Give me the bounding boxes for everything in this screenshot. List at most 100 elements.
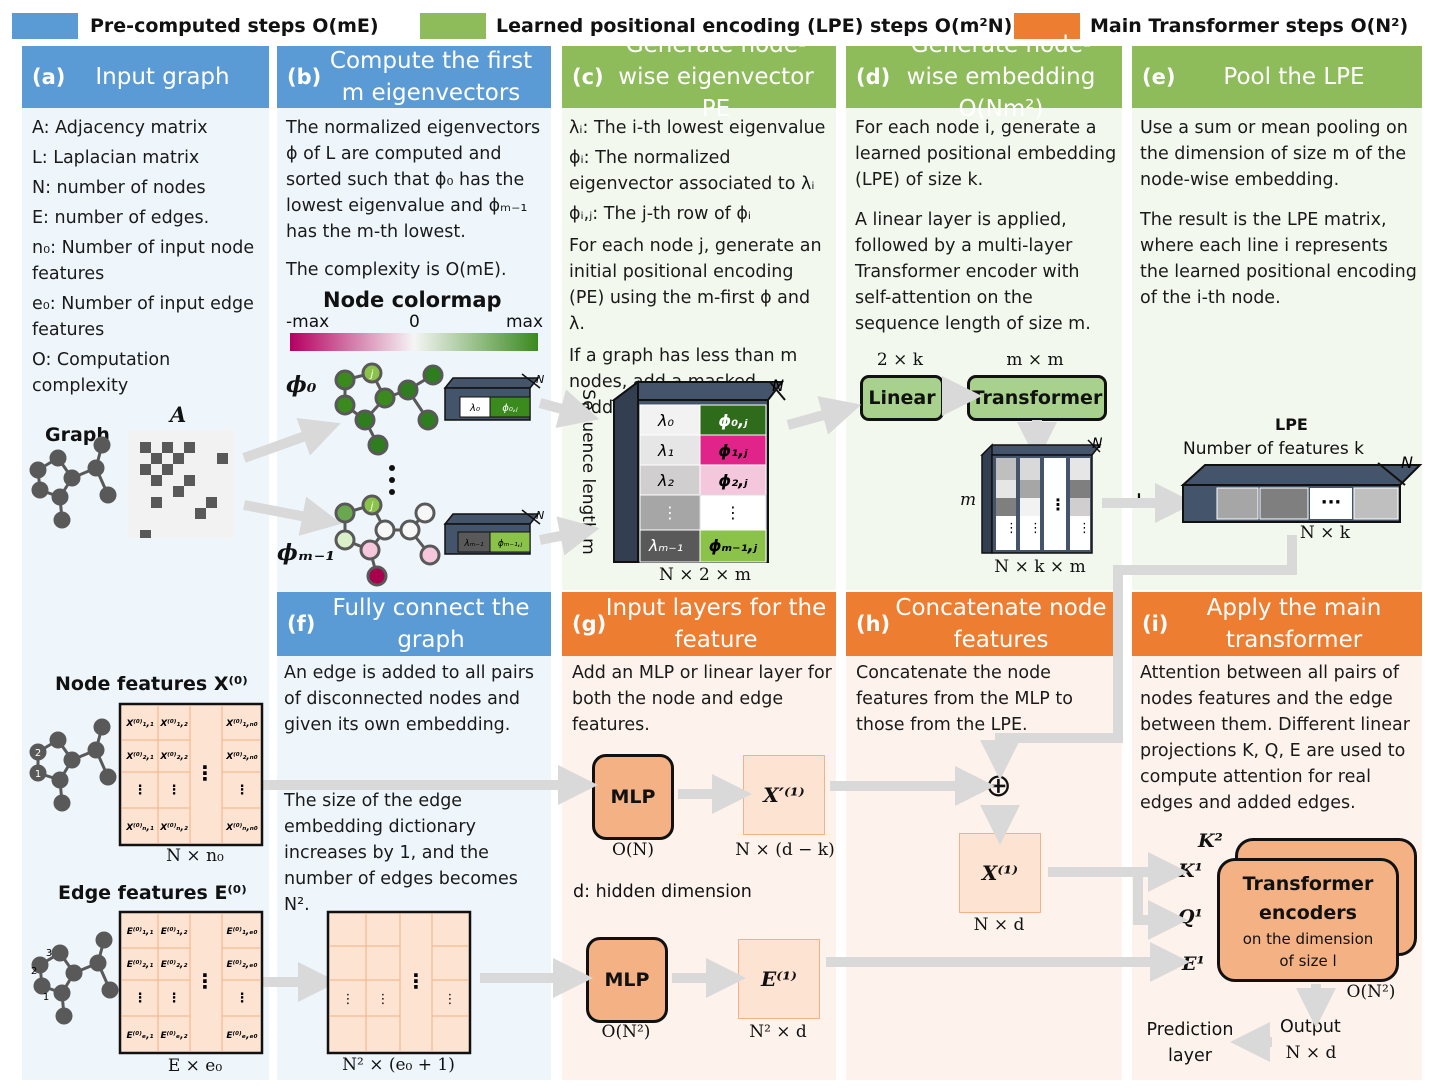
colormap-title: Node colormap <box>323 288 502 312</box>
svg-text:ϕ₀,ⱼ: ϕ₀,ⱼ <box>718 411 748 430</box>
svg-text:E⁽⁰⁾₁,ₑ₀: E⁽⁰⁾₁,ₑ₀ <box>227 927 258 937</box>
f-p2: The size of the edge embedding dictionar… <box>284 791 518 915</box>
svg-text:X⁽⁰⁾ₙ,₂: X⁽⁰⁾ₙ,₂ <box>159 823 188 833</box>
transformer-box: Transformer <box>967 375 1107 421</box>
edge-features-matrix: E⁽⁰⁾₁,₁ E⁽⁰⁾₁,₂ E⁽⁰⁾₁,ₑ₀ E⁽⁰⁾₂,₁ E⁽⁰⁾₂,₂… <box>118 910 264 1055</box>
node-features-matrix: X⁽⁰⁾₁,₁ X⁽⁰⁾₁,₂ X⁽⁰⁾₁,ₙ₀ X⁽⁰⁾₂,₁ X⁽⁰⁾₂,₂… <box>118 702 264 847</box>
edge-feature-graph <box>31 931 119 1025</box>
node-features-title: Node features X⁽⁰⁾ <box>55 673 248 695</box>
legend-precomputed: Pre-computed steps O(mE) <box>90 15 379 37</box>
d-p2: A linear layer is applied, followed by a… <box>855 210 1091 334</box>
k2-label: K² <box>1198 830 1223 852</box>
header-a-letter: (a) <box>32 65 66 89</box>
phi0-graph <box>334 362 444 456</box>
svg-text:X⁽⁰⁾₁,ₙ₀: X⁽⁰⁾₁,ₙ₀ <box>225 719 258 729</box>
colormap-bar <box>290 333 538 351</box>
panel-b-complexity: The complexity is O(mE). <box>286 260 507 280</box>
x1-dims: N × d <box>973 915 1025 935</box>
dim-transformer: m × m <box>1006 350 1064 370</box>
svg-text:λ₁: λ₁ <box>657 441 674 460</box>
pe-box-phim1: λₘ₋₁ ϕₘ₋₁,ⱼ N <box>443 509 544 555</box>
colormap-min: -max <box>286 312 330 332</box>
panel-b-text: The normalized eigenvectors ϕ of L are c… <box>286 115 546 291</box>
pe-tensor-phis: ϕ₀,ⱼϕ₁,ⱼϕ₂,ⱼ ⋮ϕₘ₋₁,ⱼ <box>709 411 758 555</box>
svg-text:⋮: ⋮ <box>168 783 181 798</box>
svg-text:X⁽⁰⁾₂,₂: X⁽⁰⁾₂,₂ <box>159 752 187 762</box>
linear-box: Linear <box>860 375 944 421</box>
mlp-node-box: MLP <box>592 754 674 840</box>
o-node: O(N) <box>611 840 655 860</box>
header-e-title: Pool the LPE <box>1223 64 1365 90</box>
colormap-mid: 0 <box>409 312 420 332</box>
header-h-title: Concatenate node features <box>895 595 1107 653</box>
svg-text:⋮: ⋮ <box>342 992 355 1007</box>
graph-label: Graph <box>45 424 110 446</box>
edge-features-dims: E × e₀ <box>167 1056 223 1076</box>
svg-text:E⁽⁰⁾ₑ,ₑ₀: E⁽⁰⁾ₑ,ₑ₀ <box>226 1031 257 1041</box>
xprime-box: X′⁽¹⁾ <box>743 755 825 835</box>
e1-dims: N² × d <box>749 1022 807 1042</box>
svg-text:E⁽⁰⁾ₑ,₂: E⁽⁰⁾ₑ,₂ <box>161 1031 188 1041</box>
pe-box-phi0: λ₀ ϕ₀,ⱼ N <box>443 373 544 421</box>
header-i-title: Apply the main transformer <box>1206 595 1382 653</box>
node-feature-graph <box>29 718 117 812</box>
header-b-title: Compute the first m eigenvectors <box>329 48 533 106</box>
header-e: (e) Pool the LPE <box>1132 46 1422 108</box>
colormap-max: max <box>506 312 544 332</box>
svg-text:3: 3 <box>46 948 52 959</box>
svg-text:X⁽⁰⁾₂,₁: X⁽⁰⁾₂,₁ <box>125 752 153 762</box>
svg-text:⋮: ⋮ <box>236 991 249 1006</box>
svg-text:ϕ₁,ⱼ: ϕ₁,ⱼ <box>718 441 748 460</box>
svg-text:ϕₘ₋₁,ⱼ: ϕₘ₋₁,ⱼ <box>709 536 758 555</box>
svg-text:⋮: ⋮ <box>1005 521 1018 536</box>
output-dims: N × d <box>1285 1043 1337 1063</box>
header-f-letter: (f) <box>287 612 316 636</box>
phim1-label: ϕₘ₋₁ <box>277 540 335 566</box>
header-f-title: Fully connect the graph <box>332 595 530 653</box>
svg-text:···: ··· <box>1321 492 1342 513</box>
edge-features-title: Edge features E⁽⁰⁾ <box>58 882 247 904</box>
lpe-features-label: Number of features k <box>1183 439 1364 459</box>
expanded-edge-matrix: ⋮ ⋮ ⋮ ⋮ <box>326 910 472 1055</box>
adjacency-cells <box>140 442 228 538</box>
c-phi-def: ϕᵢ: The normalized eigenvector associate… <box>569 148 815 194</box>
panel-b-desc: The normalized eigenvectors ϕ of L are c… <box>286 118 541 242</box>
header-e-letter: (e) <box>1142 65 1176 89</box>
svg-text:X⁽⁰⁾₁,₂: X⁽⁰⁾₁,₂ <box>159 719 187 729</box>
c-generate: For each node j, generate an initial pos… <box>569 236 822 334</box>
svg-text:1: 1 <box>35 769 41 780</box>
svg-text:⋮: ⋮ <box>1078 521 1091 536</box>
svg-text:X⁽⁰⁾₁,₁: X⁽⁰⁾₁,₁ <box>125 719 153 729</box>
def-node-features: n₀: Number of input node features <box>32 238 255 284</box>
panel-e-text: Use a sum or mean pooling on the dimensi… <box>1140 115 1418 319</box>
header-c: (c) Generate node-wise eigenvector PE <box>562 32 836 122</box>
svg-text:⋮: ⋮ <box>377 992 390 1007</box>
header-a-title: Input graph <box>95 64 230 90</box>
svg-text:N: N <box>1092 436 1103 452</box>
tr-encoder-sub: on the dimension of size l <box>1242 930 1374 970</box>
d-dims: N × k × m <box>994 557 1086 577</box>
svg-text:λₘ₋₁: λₘ₋₁ <box>648 536 683 555</box>
header-h: (h) Concatenate node features <box>846 592 1122 656</box>
g-p1: Add an MLP or linear layer for both the … <box>572 663 832 735</box>
header-g-letter: (g) <box>572 612 607 636</box>
svg-text:ϕₘ₋₁,ⱼ: ϕₘ₋₁,ⱼ <box>498 539 523 549</box>
header-c-letter: (c) <box>572 65 604 89</box>
svg-text:⋮: ⋮ <box>406 969 426 993</box>
svg-text:⋮: ⋮ <box>1050 495 1066 514</box>
svg-text:⋮: ⋮ <box>725 503 741 522</box>
node-features-dims: N × n₀ <box>166 846 224 866</box>
svg-text:j: j <box>369 501 374 512</box>
svg-text:N: N <box>1401 453 1413 472</box>
h-p1: Concatenate the node features from the M… <box>856 663 1073 735</box>
svg-text:E⁽⁰⁾₂,ₑ₀: E⁽⁰⁾₂,ₑ₀ <box>227 960 258 970</box>
f-p1: An edge is added to all pairs of disconn… <box>284 663 535 735</box>
svg-text:⋮: ⋮ <box>134 991 147 1006</box>
header-d-letter: (d) <box>856 65 891 89</box>
i-complexity: O(N²) <box>1346 982 1396 1002</box>
def-laplacian: L: Laplacian matrix <box>32 148 200 168</box>
svg-text:X⁽⁰⁾ₙ,₁: X⁽⁰⁾ₙ,₁ <box>125 823 154 833</box>
svg-text:E⁽⁰⁾₁,₁: E⁽⁰⁾₁,₁ <box>127 927 154 937</box>
header-d-title: Generate node-wise embedding O(Nm²) <box>906 32 1096 122</box>
